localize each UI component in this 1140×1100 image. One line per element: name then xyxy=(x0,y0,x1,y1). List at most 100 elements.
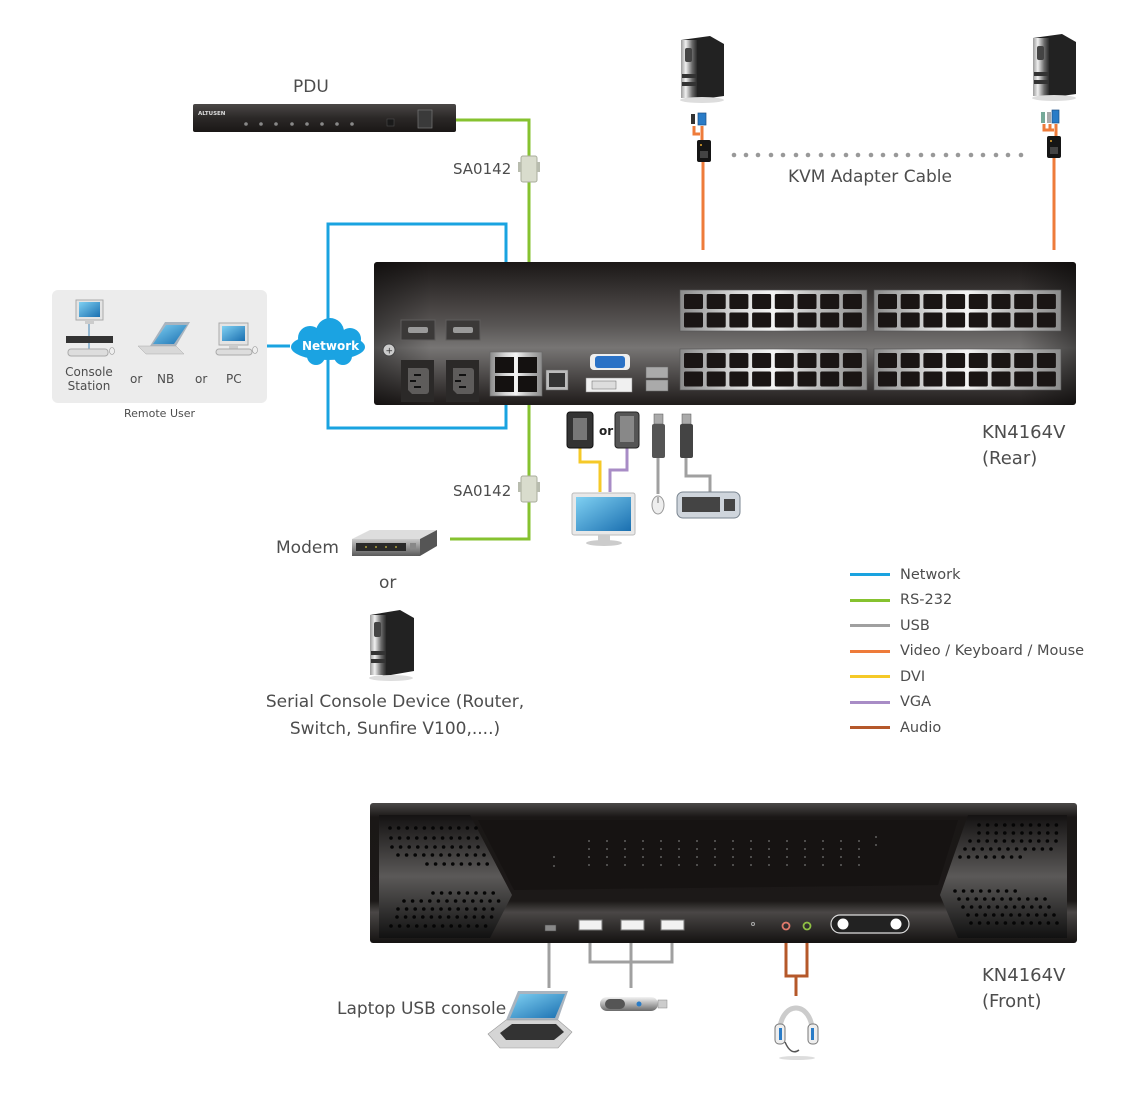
kvm-port xyxy=(1014,312,1034,328)
grill-dot xyxy=(1046,921,1051,925)
display-dot xyxy=(624,840,626,842)
kvm-port xyxy=(706,294,726,309)
grill-dot xyxy=(485,862,490,866)
grill-dot xyxy=(421,915,425,919)
grill-dot xyxy=(465,891,470,895)
grill-dot xyxy=(992,913,996,917)
grill-dot xyxy=(458,924,462,928)
kvm-port xyxy=(820,294,840,309)
grill-dot xyxy=(961,905,965,909)
kvm-adapter-right xyxy=(1041,109,1061,158)
grill-dot xyxy=(465,853,469,857)
kvm-port xyxy=(842,353,862,368)
legend-item: Audio xyxy=(850,715,1084,741)
console-station-label-line1: Console xyxy=(65,365,113,379)
kvm-port xyxy=(923,294,943,309)
grill-dot xyxy=(442,862,447,866)
grill-dot xyxy=(992,855,997,859)
network-cloud-label: Network xyxy=(302,339,360,353)
grill-dot xyxy=(474,826,478,830)
kvm-port xyxy=(752,371,772,387)
grill-dot xyxy=(466,836,471,840)
legend-label: RS-232 xyxy=(900,592,953,609)
grill-dot xyxy=(419,899,424,903)
kvm-port xyxy=(729,294,749,309)
usb-flash-drive-icon xyxy=(600,997,668,1011)
grill-dot xyxy=(1029,921,1033,925)
rear-unit-view: (Rear) xyxy=(982,448,1038,469)
headset-icon xyxy=(774,1005,819,1060)
grill-dot xyxy=(1014,847,1019,851)
grill-dot xyxy=(977,921,982,925)
grill-dot xyxy=(995,905,1000,909)
grill-dot xyxy=(397,924,402,928)
grill-dot xyxy=(1003,921,1008,925)
display-dot xyxy=(642,856,644,858)
grill-dot xyxy=(433,845,437,849)
grill-dot xyxy=(496,899,501,903)
rear-unit-label: KN4164V (Rear) xyxy=(982,420,1065,472)
grill-dot xyxy=(456,907,461,911)
grill-dot xyxy=(1028,823,1033,827)
kvm-port xyxy=(1036,312,1056,328)
display-dot xyxy=(642,848,644,850)
display-dot xyxy=(875,836,877,838)
grill-dot xyxy=(450,845,455,849)
grill-dot xyxy=(986,921,990,925)
dvi-cable xyxy=(578,448,602,492)
legend-item: DVI xyxy=(850,664,1084,690)
grill-dot xyxy=(457,891,461,895)
display-dot xyxy=(696,856,698,858)
grill-dot xyxy=(1019,839,1024,843)
kvm-adapter-left xyxy=(691,112,711,162)
grill-dot xyxy=(1047,905,1051,909)
display-dot xyxy=(858,848,860,850)
grill-dot xyxy=(985,831,990,835)
or-label-2: or xyxy=(195,372,208,386)
grill-dot xyxy=(1046,823,1050,827)
grill-dot xyxy=(390,845,394,849)
grill-dot xyxy=(996,889,1000,893)
grill-dot xyxy=(1011,831,1016,835)
grill-dot xyxy=(404,907,409,911)
grill-dot xyxy=(459,845,463,849)
display-dot xyxy=(696,848,698,850)
grill-dot xyxy=(479,899,484,903)
kvm-port xyxy=(752,312,772,328)
display-dot xyxy=(606,864,608,866)
grill-dot xyxy=(403,915,408,919)
grill-dot xyxy=(1011,839,1015,843)
grill-dot xyxy=(431,891,435,895)
legend-item: VGA xyxy=(850,690,1084,716)
pdu-brand: ALTUSEN xyxy=(198,111,226,117)
display-dot xyxy=(696,864,698,866)
grill-dot xyxy=(1021,905,1025,909)
console-station-icon xyxy=(66,299,115,357)
sa0142-adapter-bottom xyxy=(518,475,540,503)
display-dot xyxy=(750,856,752,858)
kvm-port xyxy=(752,294,772,309)
display-dot xyxy=(642,864,644,866)
kvm-port xyxy=(729,371,749,387)
serial-console-device-line1: Serial Console Device (Router, xyxy=(265,692,525,712)
grill-dot xyxy=(969,905,974,909)
left-grill-dots xyxy=(388,826,501,928)
grill-dot xyxy=(405,826,410,830)
kvm-port xyxy=(820,312,840,328)
display-dot xyxy=(875,844,877,846)
kvm-port xyxy=(797,294,817,309)
grill-dot xyxy=(958,855,962,859)
console-station-label-line2: Station xyxy=(67,379,111,393)
legend-swatch xyxy=(850,649,890,653)
grill-dot xyxy=(466,924,471,928)
grill-dot xyxy=(985,823,990,827)
kvm-port xyxy=(991,353,1011,368)
kvm-port xyxy=(923,353,943,368)
grill-dot xyxy=(389,924,393,928)
sa0142-adapter-top xyxy=(518,155,540,183)
grill-dot xyxy=(975,855,979,859)
grill-dot xyxy=(1013,889,1017,893)
grill-dot xyxy=(422,853,426,857)
vga-cable xyxy=(608,448,629,492)
grill-dot xyxy=(448,891,453,895)
